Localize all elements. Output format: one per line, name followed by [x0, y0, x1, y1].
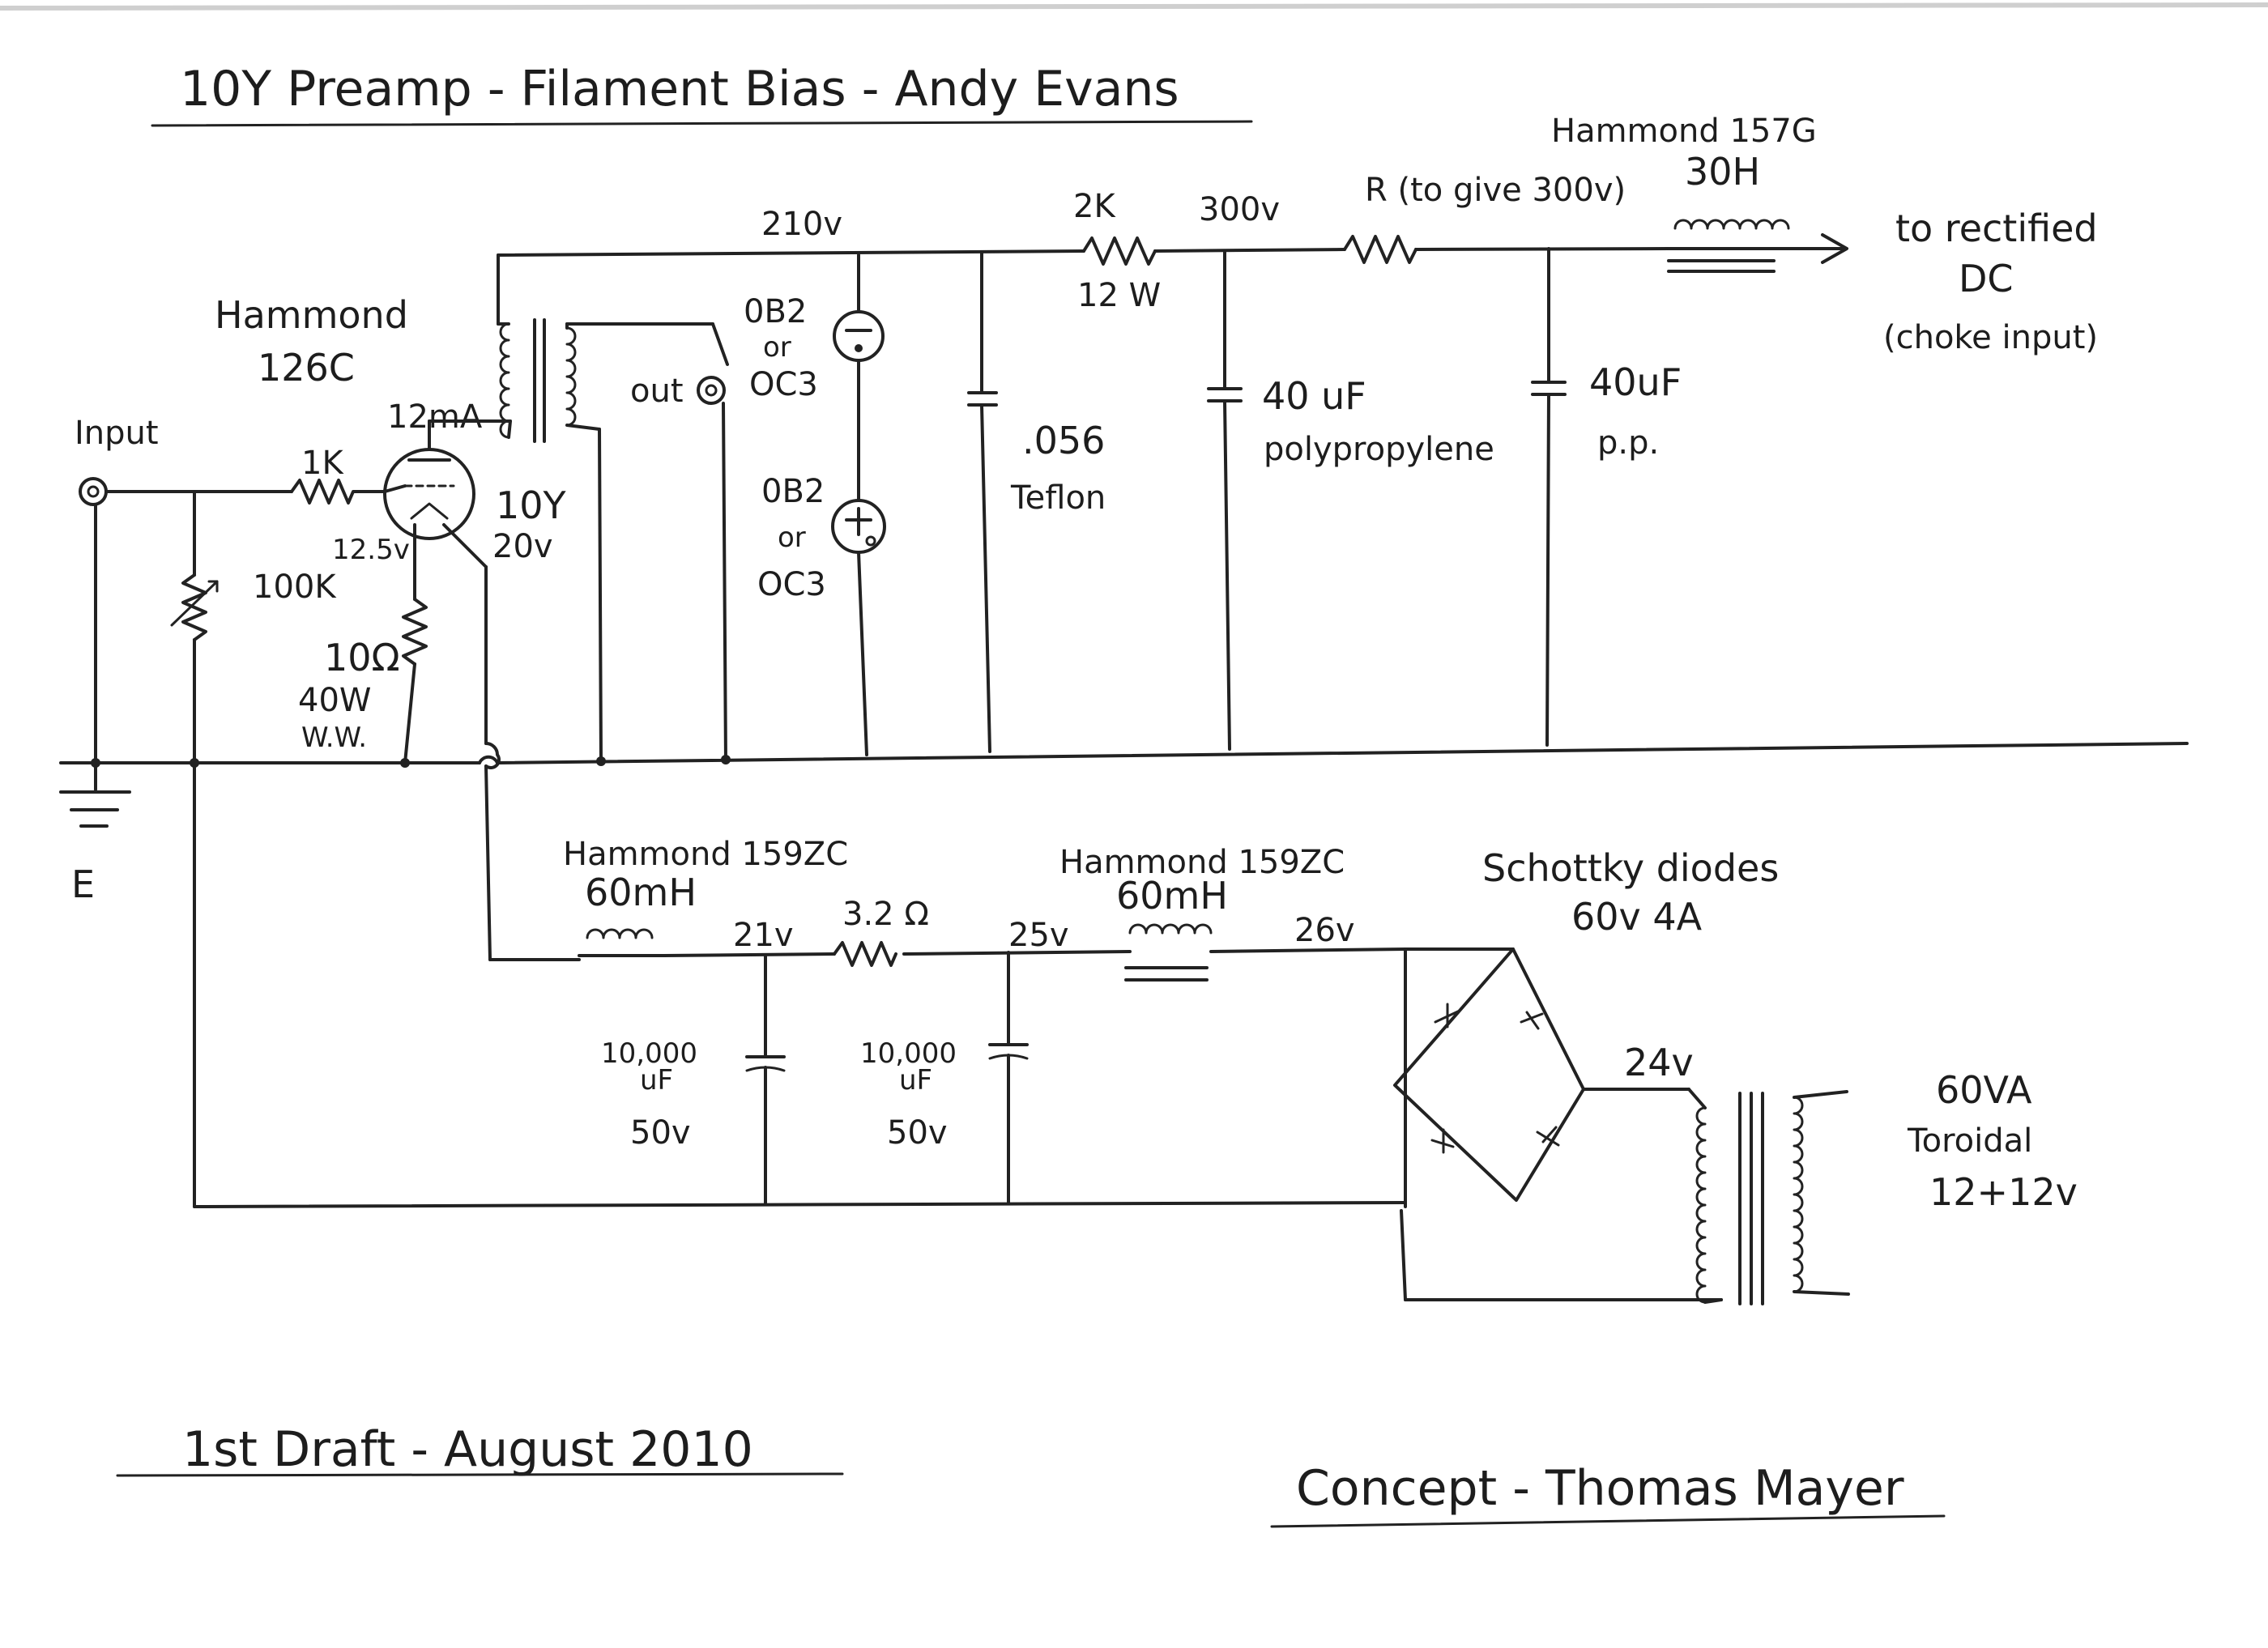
cap-40-pp-type: polypropylene — [1264, 431, 1494, 468]
to-dc-line3: (choke input) — [1883, 319, 2098, 356]
title-underline — [151, 120, 1253, 127]
trafo-type-label: Toroidal — [1907, 1122, 2032, 1160]
hv-210-label: 210v — [761, 206, 842, 243]
r-32-label: 3.2 Ω — [842, 896, 929, 933]
diodes-label: Schottky diodes — [1482, 846, 1779, 890]
cap-10000-b-value: 10,000 — [860, 1037, 957, 1070]
cap-10000-a-voltage: 50v — [630, 1114, 691, 1152]
out-label: out — [630, 373, 684, 410]
vr-tubes — [831, 253, 886, 756]
cap-10000-a-value: 10,000 — [601, 1037, 697, 1070]
choke-157g-label: Hammond 157G — [1551, 113, 1817, 150]
draft-label: 1st Draft - August 2010 — [182, 1421, 753, 1478]
r-10-ohm — [402, 590, 428, 764]
v21-label: 21v — [733, 917, 794, 954]
trafo-va-label: 60VA — [1936, 1068, 2032, 1112]
filament-rail — [193, 761, 1407, 1208]
transformer-126c-brand: Hammond — [215, 293, 408, 337]
pot-100k-label: 100K — [253, 568, 337, 606]
vr2-alt: OC3 — [757, 566, 826, 603]
to-dc-line2: DC — [1959, 257, 2014, 300]
v26-label: 26v — [1294, 912, 1355, 949]
tube-10y — [383, 419, 488, 593]
v24-label: 24v — [1624, 1041, 1694, 1084]
cap-10000-b-unit: uF — [899, 1064, 932, 1097]
cap-40uf-polypropylene — [1207, 250, 1243, 751]
to-dc-line1: to rectified — [1895, 207, 2098, 250]
output-jack — [697, 376, 727, 764]
r-1k-label: 1K — [301, 445, 344, 482]
r-10-type: W.W. — [301, 722, 367, 754]
v25-label: 25v — [1008, 917, 1069, 954]
vr1-or: or — [763, 331, 791, 364]
diagram-title: 10Y Preamp - Filament Bias - Andy Evans — [180, 61, 1179, 117]
concept-label: Concept - Thomas Mayer — [1296, 1460, 1904, 1517]
tube-v1-label: 12.5v — [332, 534, 410, 566]
choke1-value: 60mH — [585, 871, 697, 914]
pot-100k — [170, 490, 219, 764]
filament-wire — [484, 565, 581, 961]
r-1k — [290, 479, 386, 505]
cap-10000-a-unit: uF — [640, 1064, 673, 1097]
r-2k-label: 2K — [1073, 188, 1116, 225]
plate-current-label: 12mA — [387, 398, 483, 436]
hv-rail — [497, 233, 1848, 266]
r-adj-label: R (to give 300v) — [1365, 172, 1626, 209]
toroidal-transformer — [1687, 1088, 1850, 1305]
tube-10y-label: 10Y — [496, 483, 567, 527]
vr2-type: 0B2 — [761, 473, 825, 510]
concept-underline — [1270, 1514, 1946, 1528]
trafo-voltage-label: 12+12v — [1929, 1170, 2078, 1214]
choke-157g — [1667, 219, 1790, 273]
choke2-brand: Hammond 159ZC — [1059, 844, 1345, 881]
output-transformer-126c — [428, 253, 729, 764]
cap-056-label: .056 — [1022, 419, 1105, 462]
cap-10000-b-voltage: 50v — [887, 1114, 948, 1152]
transformer-126c-model: 126C — [258, 346, 355, 390]
ground-junctions — [91, 755, 731, 768]
cap-40-pp-label: 40 uF — [1262, 374, 1366, 418]
cap-40uf-pp — [1531, 247, 1567, 747]
tube-v2-label: 20v — [492, 528, 553, 565]
vr2-or: or — [778, 522, 806, 554]
bridge-rectifier — [1393, 947, 1723, 1301]
input-label: Input — [75, 415, 159, 452]
cap-056-type: Teflon — [1010, 479, 1106, 517]
ground-label: E — [71, 862, 95, 906]
r-10-label: 10Ω — [324, 636, 400, 679]
diodes-rating: 60v 4A — [1571, 895, 1703, 939]
cap-40-b-label: 40uF — [1589, 360, 1682, 404]
vr1-alt: OC3 — [749, 366, 818, 403]
choke1-brand: Hammond 159ZC — [563, 836, 848, 873]
r-10-power: 40W — [298, 682, 371, 719]
hv-300-label: 300v — [1199, 191, 1280, 228]
draft-underline — [116, 1472, 844, 1477]
cap-056-teflon — [967, 252, 998, 753]
r-2k-power: 12 W — [1077, 277, 1161, 314]
choke-157g-value: 30H — [1685, 150, 1760, 194]
cap-40-b-type: p.p. — [1597, 424, 1659, 462]
input-jack — [79, 477, 293, 764]
vr1-type: 0B2 — [744, 293, 807, 330]
choke2-value: 60mH — [1116, 874, 1228, 918]
